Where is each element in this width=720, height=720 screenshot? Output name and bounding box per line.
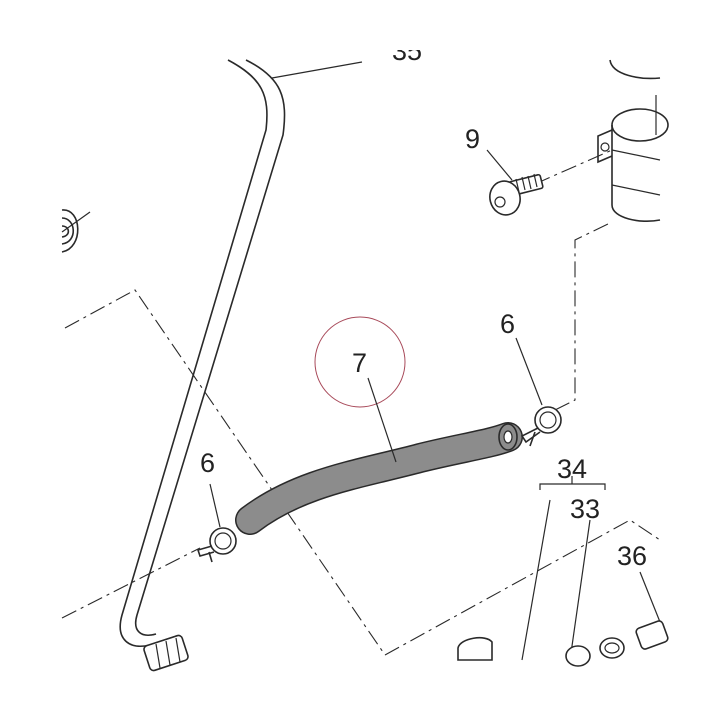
hose-clamp-left	[196, 527, 237, 563]
leader-line-clamp-left	[209, 483, 221, 528]
bracket-34	[539, 476, 606, 490]
callout-part-36: 36	[617, 541, 647, 571]
bottom-fitting-left	[457, 636, 493, 661]
callout-clamp-right: 6	[500, 309, 515, 339]
coil-part-partial	[61, 209, 91, 253]
bolt	[489, 173, 544, 216]
leader-line-34	[521, 499, 551, 661]
crop-mask	[380, 0, 440, 50]
hose	[235, 422, 523, 535]
bottom-fitting-right	[565, 620, 669, 667]
leader-line-top	[271, 61, 363, 79]
cylinder-bracket	[597, 59, 669, 222]
leader-line-hose	[367, 377, 397, 463]
tube-end-fitting	[143, 634, 189, 672]
highlight-ring	[314, 316, 406, 408]
assembly-reference-lines	[61, 149, 661, 656]
leader-line-36	[639, 571, 661, 623]
long-bent-tube	[119, 59, 286, 672]
leader-line-bolt	[486, 149, 513, 181]
leader-line-33	[569, 519, 591, 661]
hose-clamp-right	[520, 406, 562, 447]
callout-bracket-34: 34	[557, 454, 587, 484]
callout-part-33: 33	[570, 494, 600, 524]
callout-hose: 7	[352, 348, 367, 378]
callout-bolt: 9	[465, 124, 480, 154]
leader-line-clamp-right	[515, 337, 543, 406]
callout-clamp-left: 6	[200, 448, 215, 478]
